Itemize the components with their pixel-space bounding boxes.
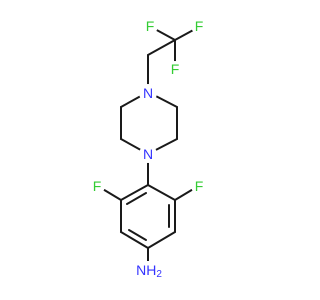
cf3-fluorine-left: F: [142, 18, 158, 34]
bond-ar-f-right: [174, 187, 196, 201]
ring-fluorine-left: F: [89, 178, 105, 194]
bond-cf3-ch2: [147, 39, 176, 56]
bond-ar-2: [147, 184, 176, 201]
bond-ar-6-inner: [128, 229, 147, 241]
bond-ar-5: [120, 231, 149, 249]
ring-fluorine-right: F: [191, 178, 207, 194]
piperazine-nitrogen-top: N: [139, 84, 157, 102]
ring-fluorine-left-label: F: [93, 178, 102, 194]
cf3-fluorine-right-label: F: [195, 18, 204, 34]
piperazine-nitrogen-bottom-label: N: [143, 146, 153, 162]
amine-label: NH2: [136, 262, 162, 280]
cf3-fluorine-bottom: F: [167, 61, 183, 77]
atoms: F F F N N F F NH2: [89, 18, 207, 281]
structure-diagram: F F F N N F F NH2: [89, 18, 207, 281]
bond-ar-f-left: [100, 187, 122, 201]
piperazine-nitrogen-top-label: N: [143, 85, 153, 101]
bond-ar-1: [120, 184, 149, 201]
molecule-svg: F F F N N F F NH2: [89, 18, 207, 281]
cf3-fluorine-right: F: [191, 18, 207, 34]
piperazine-nitrogen-bottom: N: [139, 145, 157, 163]
bonds: [100, 27, 198, 263]
cf3-fluorine-left-label: F: [146, 18, 155, 34]
bond-ar-1-inner: [126, 192, 147, 205]
bond-ar-6: [147, 231, 176, 249]
ring-fluorine-right-label: F: [195, 178, 204, 194]
amine-group: NH2: [135, 261, 163, 281]
cf3-fluorine-bottom-label: F: [171, 61, 180, 77]
